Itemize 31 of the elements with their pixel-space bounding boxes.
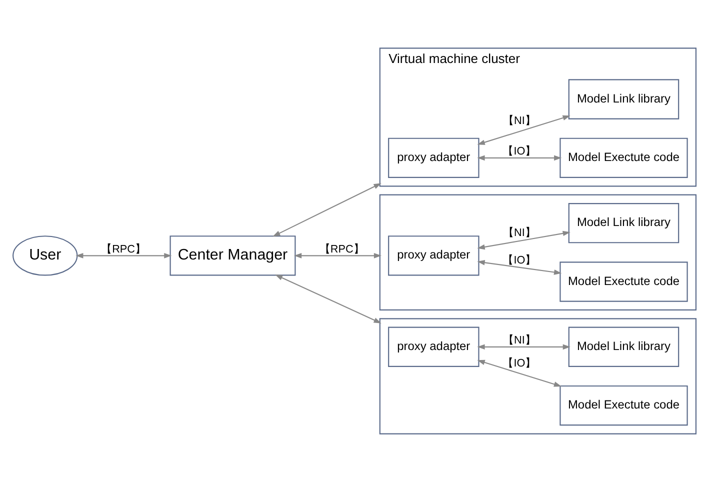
node-box: Model Exectute code — [559, 138, 688, 178]
arrow — [476, 115, 570, 145]
node-box: Model Link library — [568, 326, 679, 367]
node-box: proxy adapter — [388, 326, 479, 367]
arrow — [272, 183, 381, 237]
arrow — [476, 360, 562, 387]
edge-label: 【IO】 — [502, 357, 536, 370]
edge-label: 【RPC】 — [318, 243, 364, 256]
node-box: Model Link library — [568, 202, 679, 244]
arrow — [476, 260, 562, 275]
node-box: proxy adapter — [388, 236, 479, 276]
edge-label: 【IO】 — [502, 146, 536, 158]
arrow — [476, 230, 570, 250]
edge-label: 【RPC】 — [100, 243, 146, 256]
arrow — [476, 155, 562, 161]
edge-label: 【NI】 — [502, 334, 536, 347]
arrow — [476, 344, 570, 350]
edge-label: 【IO】 — [502, 254, 536, 266]
edge-label: 【NI】 — [502, 115, 536, 128]
node-box: Model Exectute code — [559, 385, 688, 426]
node-box: Center Manager — [169, 236, 296, 276]
cluster — [378, 194, 696, 311]
node-box: Model Link library — [568, 79, 679, 120]
cluster — [378, 318, 696, 434]
node-box: Model Exectute code — [559, 262, 688, 302]
arrow — [75, 253, 172, 258]
edge-label: 【NI】 — [502, 227, 536, 240]
node-box: proxy adapter — [388, 138, 479, 178]
arrow — [293, 253, 382, 258]
node-ellipse: User — [12, 236, 78, 276]
arrow — [274, 274, 381, 324]
